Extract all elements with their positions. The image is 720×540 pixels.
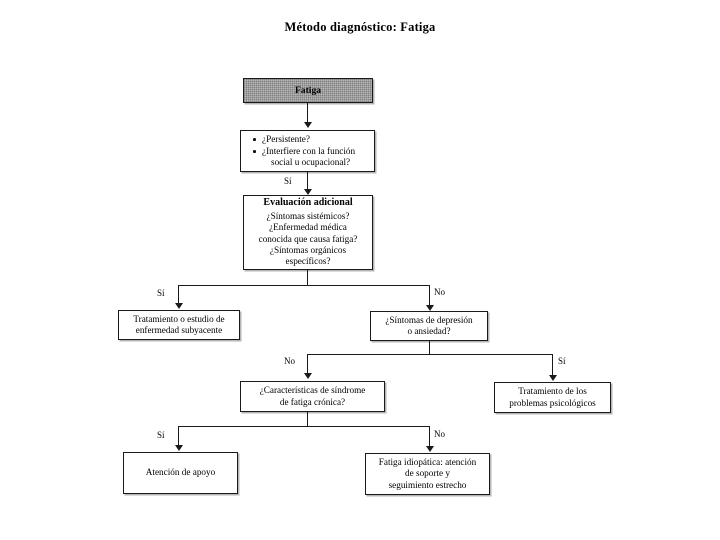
node-caracteristicas-fatiga-cronica: ¿Características de síndrome de fatiga c…	[240, 381, 385, 412]
evaluacion-line-1: ¿Síntomas sistémicos?	[266, 210, 350, 221]
evaluacion-line-4: ¿Síntomas orgánicos	[269, 244, 347, 255]
arrowhead-screen	[303, 122, 312, 128]
evaluacion-line-2: ¿Enfermedad médica	[269, 222, 347, 233]
depresion-line-2: o ansiedad?	[407, 326, 451, 336]
psicologico-line-2: problemas psicológicos	[509, 397, 596, 408]
cfs-line-1: ¿Características de síndrome	[259, 385, 366, 396]
apoyo-line-1: Atención de apoyo	[145, 467, 216, 478]
depresion-line-1: ¿Síntomas de depresión	[385, 314, 473, 325]
arrowhead-depression	[425, 305, 434, 311]
idiopatica-line-2: de soporte y	[405, 468, 450, 479]
page-title: Método diagnóstico: Fatiga	[284, 20, 436, 34]
edge-depression-stem	[429, 341, 431, 355]
node-sintomas-depresion: ¿Síntomas de depresión o ansiedad?	[370, 311, 488, 341]
edge-cfs-no	[429, 426, 431, 448]
evaluacion-line-3: conocida que causa fatiga?	[258, 233, 358, 244]
arrowhead-treat-underlying	[174, 303, 183, 309]
node-tratamiento-psicologico: Tratamiento de los problemas psicológico…	[494, 382, 611, 413]
idiopatica-line-1: Fatiga idiopática: atención	[378, 456, 477, 467]
screening-bullet-list: ¿Persistente? ¿Interfiere con la función…	[245, 133, 370, 169]
node-fatiga-idiopatica: Fatiga idiopática: atención de soporte y…	[365, 453, 490, 495]
edge-fatiga-to-screen	[307, 103, 309, 124]
node-evaluacion-adicional: Evaluación adicional ¿Síntomas sistémico…	[243, 195, 373, 270]
edge-label-evaluation-no: No	[434, 287, 445, 297]
node-tratamiento-enfermedad-subyacente: Tratamiento o estudio de enfermedad suby…	[118, 310, 240, 340]
node-fatiga: Fatiga	[243, 78, 373, 103]
screening-bullet-2-cont: social u ocupacional?	[271, 157, 351, 168]
evaluacion-line-5: específicos?	[285, 256, 331, 267]
edge-evaluation-no	[429, 285, 431, 307]
tratamiento-subyacente-line-2: enfermedad subyacente	[135, 325, 223, 335]
edge-depression-no	[307, 354, 309, 375]
screening-bullet-1: ¿Persistente?	[251, 134, 370, 145]
edge-evaluation-stem	[307, 270, 309, 286]
arrowhead-cfs	[303, 373, 312, 379]
edge-depression-split-bar	[307, 354, 553, 356]
edge-evaluation-yes	[178, 285, 180, 305]
node-atencion-de-apoyo: Atención de apoyo	[123, 452, 238, 494]
edge-depression-yes	[552, 354, 554, 376]
tratamiento-subyacente-line-1: Tratamiento o estudio de	[133, 313, 225, 324]
edge-cfs-yes	[178, 426, 180, 447]
edge-screen-to-evaluation	[307, 172, 309, 191]
arrowhead-psych-treatment	[548, 375, 557, 381]
cfs-line-2: de fatiga crónica?	[279, 396, 346, 407]
screening-bullet-2: ¿Interfiere con la función	[251, 146, 370, 157]
edge-label-depression-no: No	[284, 356, 295, 366]
node-fatiga-label: Fatiga	[294, 84, 322, 96]
edge-cfs-split-bar	[178, 426, 430, 428]
edge-label-cfs-yes: Sí	[157, 430, 165, 440]
edge-evaluation-split-bar	[178, 285, 430, 287]
psicologico-line-1: Tratamiento de los	[518, 386, 587, 397]
arrowhead-idiopathic	[425, 446, 434, 452]
node-screening-questions: ¿Persistente? ¿Interfiere con la función…	[240, 130, 375, 172]
arrowhead-evaluation	[303, 189, 312, 195]
idiopatica-line-3: seguimiento estrecho	[388, 479, 467, 490]
edge-label-screen-yes: Sí	[284, 176, 292, 186]
edge-label-depression-yes: Sí	[558, 356, 566, 366]
edge-label-evaluation-yes: Sí	[157, 288, 165, 298]
edge-label-cfs-no: No	[434, 429, 445, 439]
arrowhead-supportive	[174, 445, 183, 451]
evaluacion-header: Evaluación adicional	[263, 197, 353, 209]
edge-cfs-stem	[307, 412, 309, 427]
